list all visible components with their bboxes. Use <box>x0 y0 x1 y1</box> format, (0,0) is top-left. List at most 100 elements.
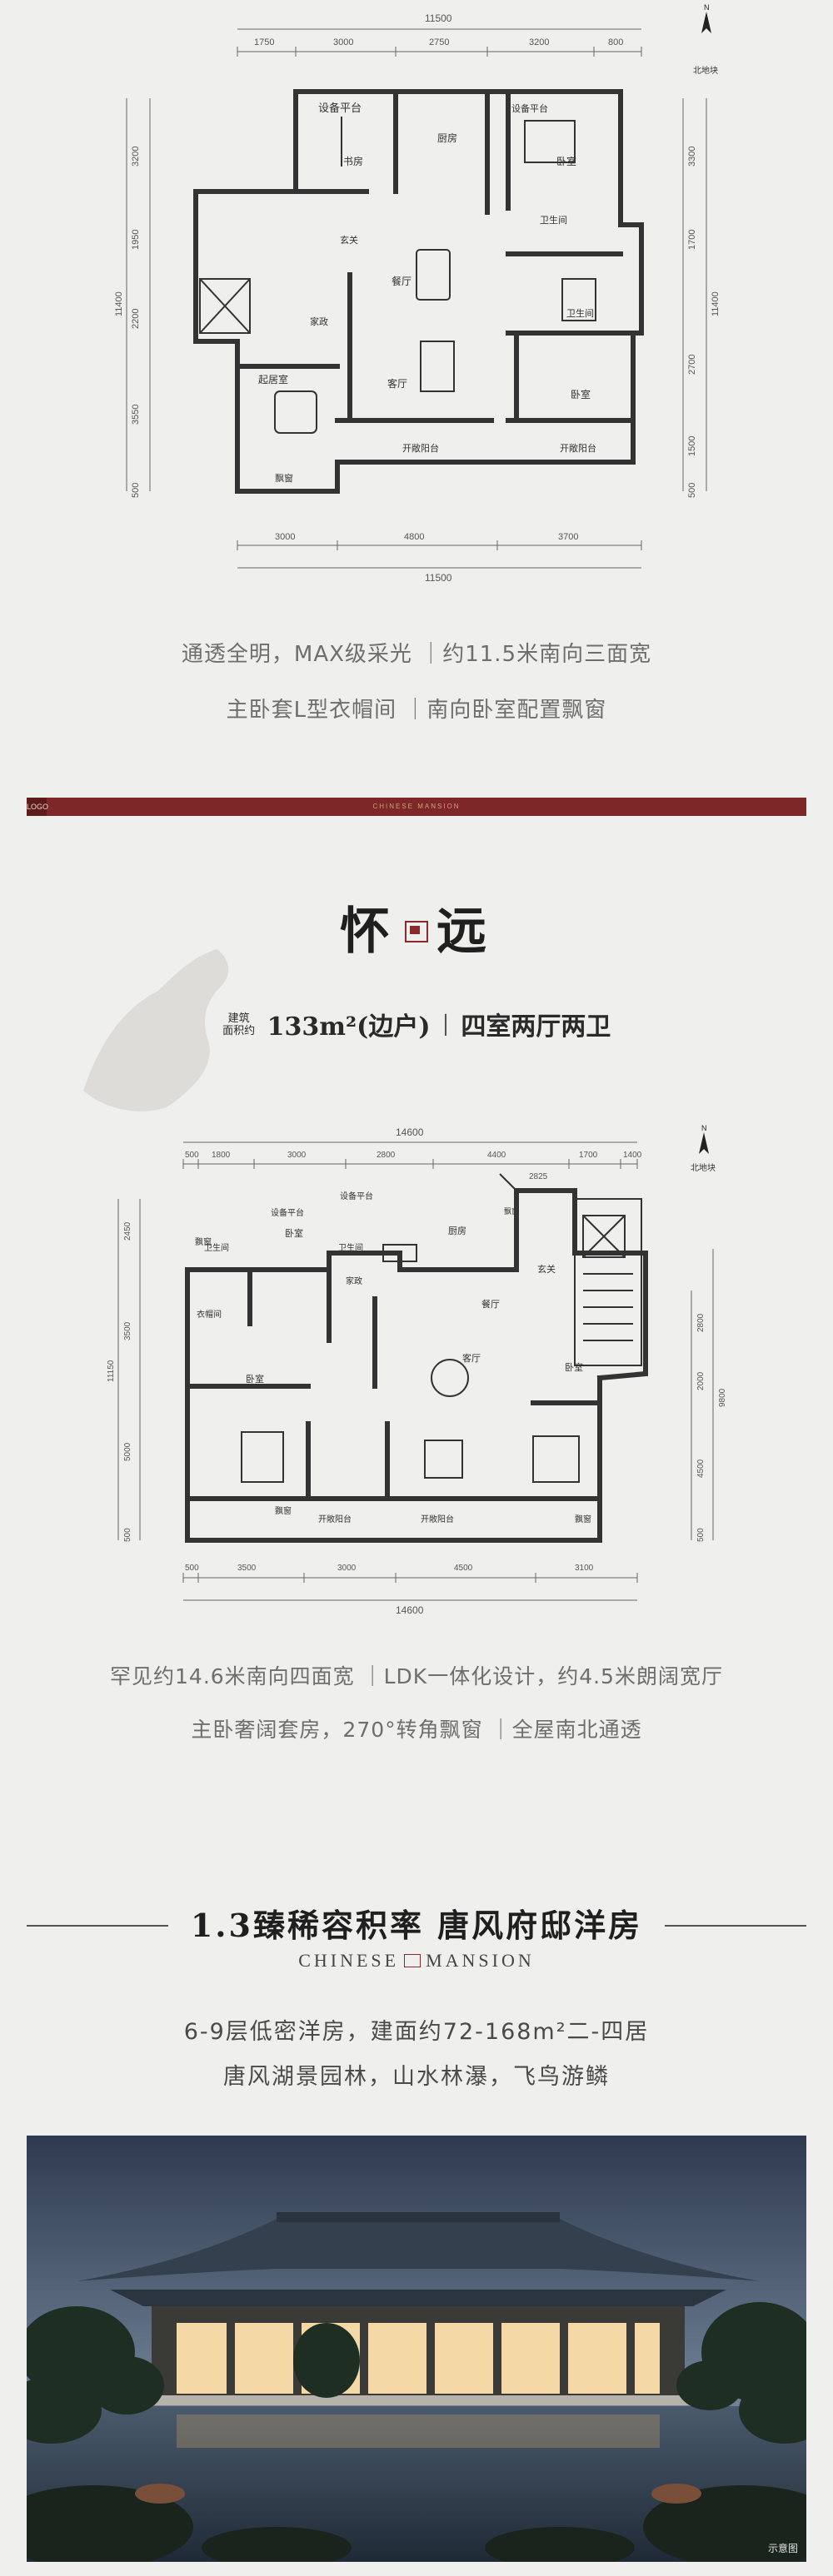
room-bath2: 卫生间 <box>566 307 594 319</box>
p2-room-housekeeping: 家政 <box>346 1276 362 1286</box>
p2-room-entry: 玄关 <box>537 1263 556 1275</box>
plan2-top-dim-1: 500 <box>185 1151 199 1160</box>
plan2-top-dim-8: 2825 <box>529 1172 548 1181</box>
p2-room-bay1: 飘窗 <box>275 1505 292 1516</box>
room-bedroom-ne: 卧室 <box>556 155 576 167</box>
p2-room-balcony2: 开敞阳台 <box>421 1514 454 1524</box>
plan1-right-dim-1: 3300 <box>687 147 697 167</box>
architecture-rendering: 示意图 <box>27 2136 806 2562</box>
p2-room-dining: 餐厅 <box>481 1298 500 1310</box>
headline-rule-right <box>665 1925 806 1927</box>
plan2-top-dim-6: 1700 <box>579 1151 598 1160</box>
pavilion-illustration <box>27 2136 806 2562</box>
description-2: 唐风湖景园林，山水林瀑，飞鸟游鳞 <box>223 2064 610 2090</box>
plan1-right-dim-4: 1500 <box>687 436 697 456</box>
spec-separator: | <box>441 1012 450 1037</box>
plan1-left-dim-5: 500 <box>131 483 141 498</box>
plan2-top-dim-4: 2800 <box>377 1151 396 1160</box>
plan1-right-total: 11400 <box>711 291 721 316</box>
compass-icon: N <box>699 1124 709 1154</box>
floor-plan-2: 设备平台 设备平台 卫生间 卫生间 卧室 厨房 玄关 家政 餐厅 衣帽间 卧室 … <box>107 1124 727 1616</box>
description-1: 6-9层低密洋房，建面约72-168m²二-四居 <box>183 2019 650 2045</box>
svg-text:N: N <box>704 3 710 12</box>
room-lounge: 起居室 <box>258 373 288 385</box>
svg-text:N: N <box>701 1124 707 1132</box>
title-right: 远 <box>436 903 493 961</box>
room-bay: 飘窗 <box>275 472 293 484</box>
plan1-top-dim-3: 2750 <box>429 37 449 47</box>
caption-3: 罕见约14.6米南向四面宽 ｜LDK一体化设计，约4.5米朗阔宽厅 <box>110 1664 723 1688</box>
plan2-top-dim-5: 4400 <box>487 1151 506 1160</box>
plan1-top-dim-4: 3200 <box>529 37 549 47</box>
plan1-bottom-total: 11500 <box>425 572 452 583</box>
mansion-mark-icon <box>404 1953 421 1967</box>
plan1-bottom-dim-3: 3700 <box>558 532 578 542</box>
spec-row: 建筑 面积约 133m²(边户) | 四室两厅两卫 <box>0 1003 833 1045</box>
plan2-bottom-dim-4: 4500 <box>454 1564 473 1573</box>
plan2-left-dim-2: 3500 <box>123 1321 132 1340</box>
plan1-bottom-dim-2: 4800 <box>404 532 424 542</box>
room-equip1: 设备平台 <box>318 102 362 114</box>
band-logo: LOGO <box>27 798 48 816</box>
plan1-left-dim-2: 1950 <box>131 230 141 250</box>
p2-room-bay-side: 飘窗 <box>195 1236 212 1247</box>
room-kitchen: 厨房 <box>437 132 457 144</box>
room-balcony1: 开敞阳台 <box>402 442 439 454</box>
plan2-bottom-dim-2: 3500 <box>237 1564 257 1573</box>
plan1-compass-label: 北地块 <box>693 65 718 76</box>
plan1-top-dim-5: 800 <box>608 37 623 47</box>
caption-4: 主卧奢阔套房，270°转角飘窗 ｜全屋南北通透 <box>191 1718 642 1742</box>
plan2-left-dim-1: 2450 <box>123 1221 132 1241</box>
plan1-top-dim-1: 1750 <box>254 37 274 47</box>
room-study: 书房 <box>343 155 363 167</box>
plan2-compass-label: 北地块 <box>691 1162 716 1173</box>
caption-1: 通透全明，MAX级采光 ｜约11.5米南向三面宽 <box>181 642 652 667</box>
headline-rule-left <box>27 1925 168 1927</box>
p2-room-bedroom1: 卧室 <box>285 1227 303 1239</box>
plan2-left-total: 11150 <box>107 1360 116 1382</box>
layout-title: 怀远 <box>0 891 833 963</box>
p2-room-living: 客厅 <box>462 1352 481 1364</box>
plan1-left-dim-1: 3200 <box>131 147 141 167</box>
plan2-top-dim-2: 1800 <box>212 1151 231 1160</box>
room-housekeeping: 家政 <box>310 316 328 327</box>
plan2-top-dim-7: 1400 <box>623 1151 642 1160</box>
seal-icon <box>405 920 428 942</box>
plan1-right-dim-3: 2700 <box>687 355 697 375</box>
caption-2: 主卧套L型衣帽间 ｜南向卧室配置飘窗 <box>226 698 607 723</box>
plan1-top-total: 11500 <box>425 12 452 24</box>
plan2-bottom-dim-3: 3000 <box>337 1564 357 1573</box>
p2-room-closet: 衣帽间 <box>197 1309 222 1320</box>
room-entry: 玄关 <box>340 234 358 246</box>
p2-room-bedroom2: 卧室 <box>246 1373 264 1385</box>
plan1-right-dim-2: 1700 <box>687 230 697 250</box>
compass-icon: N <box>701 3 711 33</box>
spec-rooms: 四室两厅两卫 <box>461 1012 611 1042</box>
p2-room-bay3: 飘窗 <box>575 1514 591 1524</box>
p2-room-equip1: 设备平台 <box>271 1207 304 1218</box>
spec-label: 建筑 面积约 <box>222 1012 256 1037</box>
plan2-bottom-dim-5: 3100 <box>575 1564 594 1573</box>
plan2-right-total: 9800 <box>718 1388 727 1407</box>
plan2-top-total: 14600 <box>396 1126 424 1138</box>
room-living: 客厅 <box>387 377 407 390</box>
p2-room-kitchen: 厨房 <box>448 1226 466 1236</box>
p2-room-bath2: 卫生间 <box>338 1242 363 1253</box>
plan1-left-total: 11400 <box>114 291 124 316</box>
photo-note: 示意图 <box>767 2543 798 2554</box>
spec-area: 133m²(边户) <box>267 1012 431 1042</box>
plan2-bottom-dim-1: 500 <box>185 1564 199 1573</box>
p2-room-bay2: 飘窗 <box>504 1206 519 1216</box>
band-text: CHINESE MANSION <box>372 803 461 810</box>
plan2-top-dim-3: 3000 <box>287 1151 307 1160</box>
horse-watermark-icon <box>83 949 229 1111</box>
room-balcony2: 开敞阳台 <box>560 442 596 454</box>
plan2-right-dim-1: 2800 <box>696 1313 706 1332</box>
plan1-top-dim-2: 3000 <box>333 37 353 47</box>
p2-room-bedroom3: 卧室 <box>565 1361 583 1373</box>
room-equip2: 设备平台 <box>511 102 548 114</box>
plan2-right-dim-3: 4500 <box>696 1459 706 1478</box>
plan2-left-dim-4: 500 <box>123 1528 132 1542</box>
